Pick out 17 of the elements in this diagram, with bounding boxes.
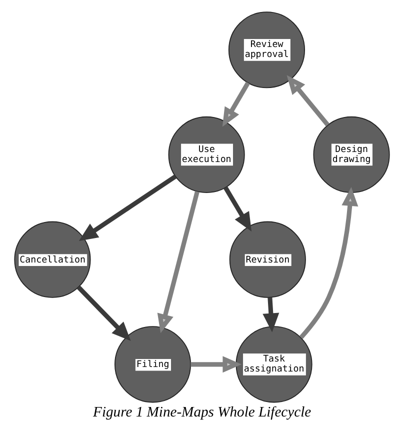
arrow bbox=[262, 297, 280, 332]
node-circle: Cancellation bbox=[14, 221, 91, 298]
node-circle: Design drawing bbox=[313, 116, 390, 194]
arrow bbox=[286, 75, 330, 126]
node-circle: Revision bbox=[229, 221, 306, 298]
arrow bbox=[157, 191, 200, 334]
node-circle: Task assignation bbox=[236, 326, 312, 403]
node-circle: Filing bbox=[114, 326, 192, 403]
arrow bbox=[224, 186, 252, 232]
arrow bbox=[76, 286, 131, 341]
node-circle: Review approval bbox=[228, 12, 306, 88]
arrow bbox=[190, 356, 242, 373]
node-circle: Use execution bbox=[168, 116, 245, 194]
caption: Figure 1 Mine-Maps Whole Lifecycle bbox=[93, 404, 312, 421]
arrow bbox=[78, 174, 177, 241]
arrow bbox=[222, 82, 250, 127]
arrow bbox=[299, 187, 358, 339]
